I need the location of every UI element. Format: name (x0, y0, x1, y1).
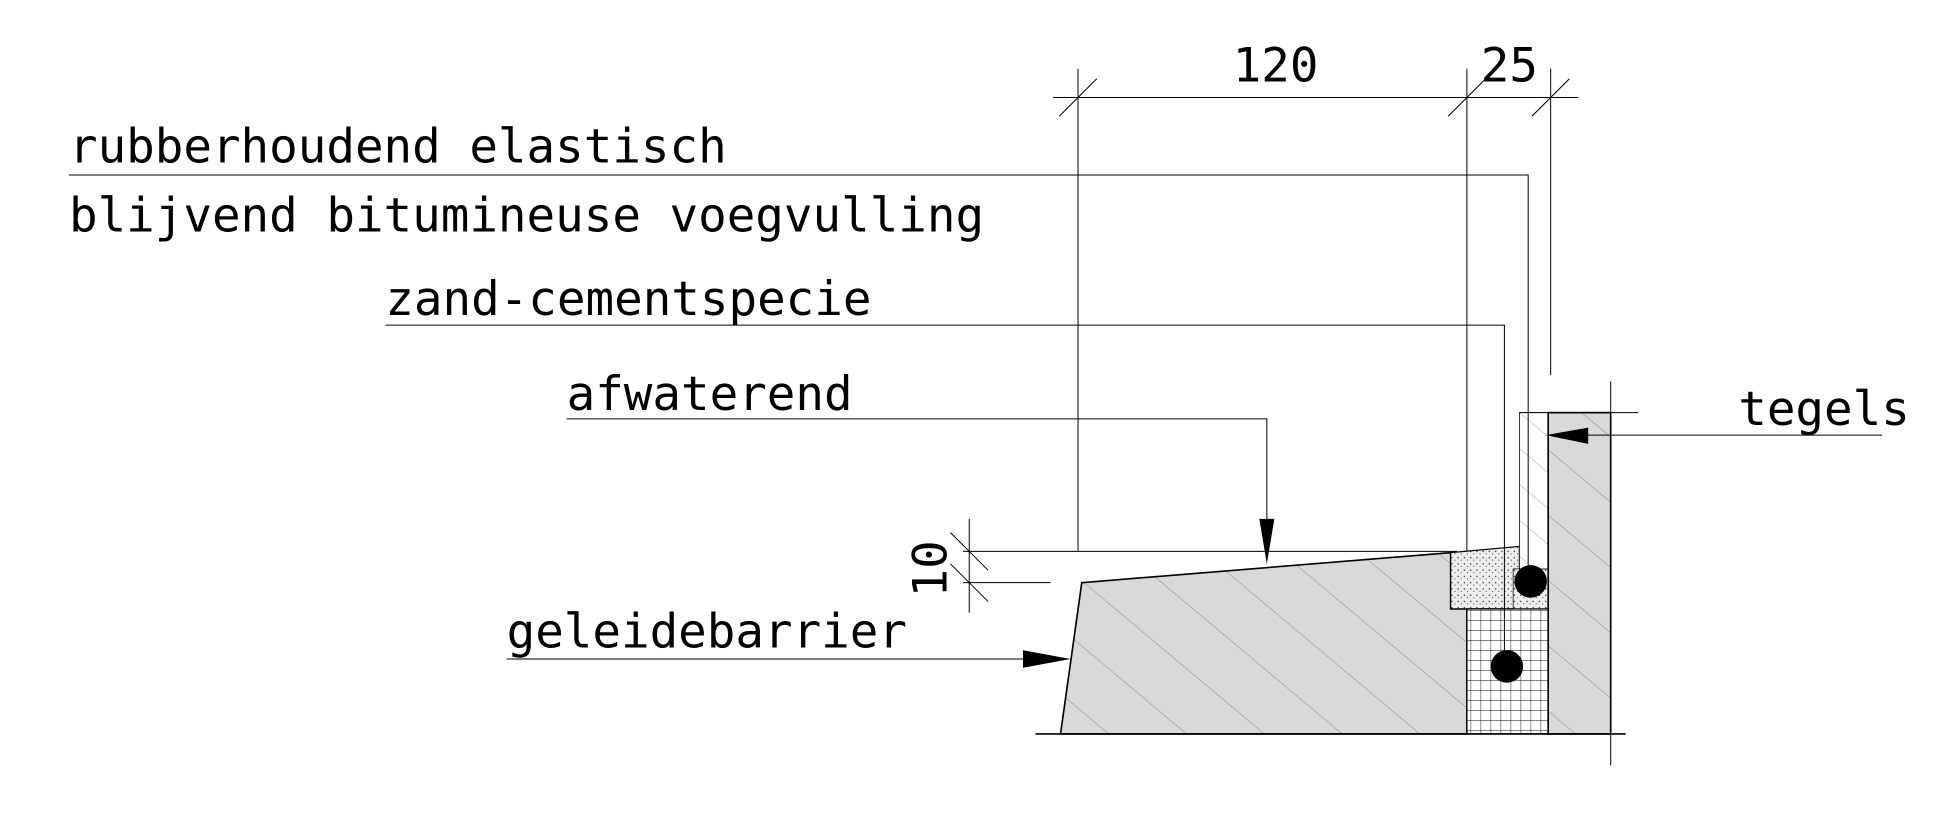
label-mortar: zand-cementspecie (385, 272, 871, 327)
leader-mortar (385, 324, 1505, 669)
barrier-section (1059, 551, 1468, 735)
arrow-right-icon (1023, 650, 1071, 668)
wall-section (1547, 411, 1612, 735)
dimension-10: 10 (904, 540, 959, 597)
leader-sealant (68, 174, 1529, 569)
tile-layer (1519, 412, 1549, 570)
backer-rod-top (1514, 565, 1547, 598)
arrow-down-icon (1259, 518, 1275, 564)
dimension-25: 25 (1481, 38, 1538, 93)
label-tiles: tegels (1738, 382, 1910, 437)
arrow-left-icon (1545, 427, 1589, 444)
dimension-vertical: 10 (904, 518, 1457, 613)
leader-drainage (566, 418, 1268, 526)
label-barrier: geleidebarrier (507, 605, 907, 660)
label-drainage: afwaterend (567, 367, 853, 422)
backer-rod-bottom (1490, 650, 1524, 683)
dimension-horizontal: 120 25 (1053, 38, 1579, 734)
label-sealant-line2: blijvend bitumineuse voegvulling (69, 188, 984, 243)
dimension-120: 120 (1233, 38, 1319, 93)
mortar-block (1450, 545, 1521, 610)
label-sealant-line1: rubberhoudend elastisch (69, 120, 727, 175)
